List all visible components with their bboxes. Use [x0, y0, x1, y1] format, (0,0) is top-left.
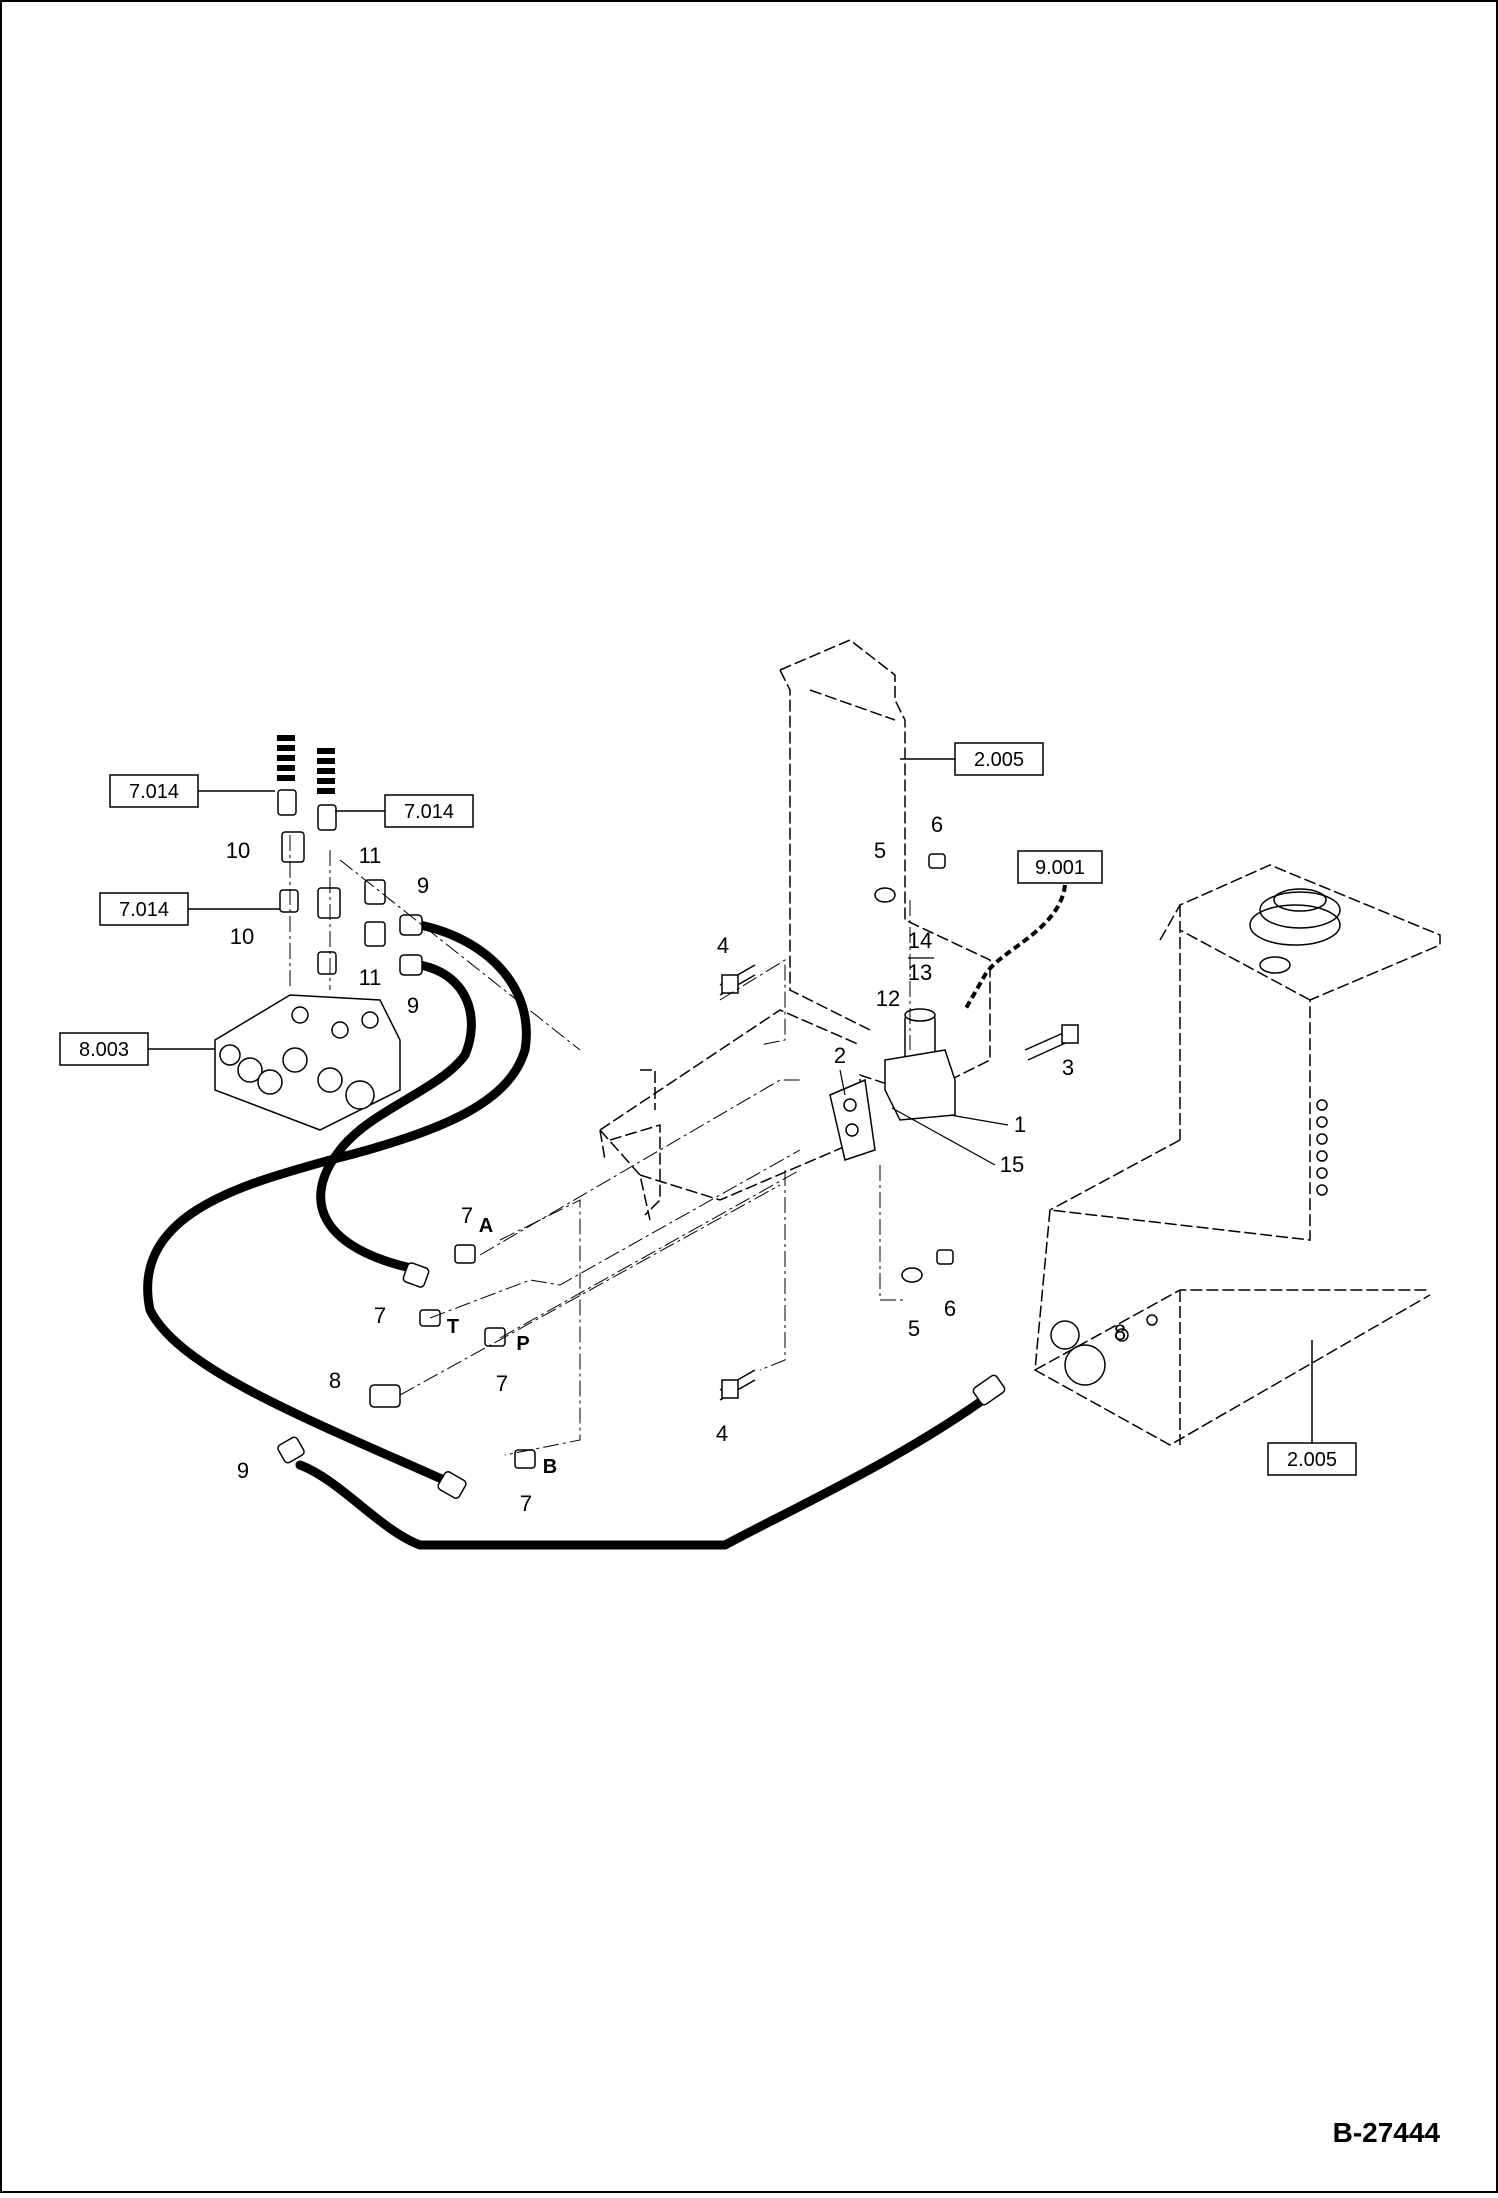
hydraulic-tank-outline	[1034, 864, 1441, 1446]
hose-top-stubs	[277, 735, 335, 794]
callout-14: 14	[908, 928, 932, 953]
callout-1: 1	[1014, 1112, 1026, 1137]
port-label-p: P	[516, 1333, 529, 1355]
callout-3: 3	[1062, 1055, 1074, 1080]
ref-box-9001: 9.001	[1017, 850, 1103, 884]
control-valve-block	[214, 994, 401, 1131]
tank-fittings-column	[1316, 1099, 1328, 1196]
callout-9a: 9	[417, 873, 429, 898]
callout-6b: 6	[944, 1296, 956, 1321]
port-label-t: T	[447, 1316, 459, 1338]
phantom-lines	[289, 835, 911, 1456]
callout-4b: 4	[716, 1421, 728, 1446]
callout-7-p: 7	[496, 1371, 508, 1396]
callout-4a: 4	[717, 933, 729, 958]
callout-10b: 10	[230, 924, 254, 949]
callout-5a: 5	[874, 838, 886, 863]
callout-12: 12	[876, 986, 900, 1011]
callout-8a: 8	[329, 1368, 341, 1393]
callout-6a: 6	[931, 812, 943, 837]
solenoid-valve	[829, 1008, 956, 1161]
bolts	[719, 964, 1079, 1401]
electrical-wire	[963, 884, 1067, 1011]
hydraulic-hoses	[143, 920, 995, 1550]
callout-9c: 9	[237, 1458, 249, 1483]
washers-nuts	[874, 853, 954, 1283]
port-label-b: B	[543, 1456, 557, 1478]
ref-box-2005-bottom: 2.005	[1267, 1340, 1357, 1476]
port-fittings	[369, 1244, 536, 1469]
callout-2: 2	[834, 1043, 846, 1068]
ref-box-2005-top: 2.005	[900, 742, 1044, 776]
callout-11a: 11	[359, 843, 382, 868]
ref-box-7014-a: 7.014	[109, 774, 275, 808]
tank-suction-port	[1050, 1314, 1158, 1386]
ref-label-7014-a: 7.014	[129, 781, 179, 803]
ref-label-8003: 8.003	[79, 1039, 129, 1061]
callout-7-t: 7	[374, 1303, 386, 1328]
hose-fittings	[277, 914, 1006, 1499]
port-label-a: A	[479, 1215, 493, 1237]
ref-label-9001: 9.001	[1035, 857, 1085, 879]
ref-box-7014-b: 7.014	[335, 794, 474, 828]
ref-label-7014-b: 7.014	[404, 801, 454, 823]
callout-11b: 11	[359, 965, 382, 990]
callout-7-a: 7	[461, 1203, 473, 1228]
ref-box-8003: 8.003	[59, 1032, 215, 1066]
callout-7-b: 7	[520, 1491, 532, 1516]
callout-numbers: 1 2 3 4 4 5 5 6 6 7 7 7 7 8 8 9 9 9 10 1…	[226, 812, 1126, 1516]
port-letters: A T P B	[447, 1215, 557, 1478]
ref-label-7014-c: 7.014	[119, 899, 169, 921]
callout-10a: 10	[226, 838, 250, 863]
adapters-tees	[277, 789, 386, 975]
callout-5b: 5	[908, 1316, 920, 1341]
ref-box-7014-c: 7.014	[99, 892, 280, 926]
callout-13: 13	[908, 960, 932, 985]
callout-8b: 8	[1114, 1320, 1126, 1345]
tank-filler-cap	[1249, 888, 1341, 974]
document-id: B-27444	[1333, 2117, 1441, 2148]
callout-15: 15	[1000, 1152, 1024, 1177]
ref-label-2005-bottom: 2.005	[1287, 1449, 1337, 1471]
callout-9b: 9	[407, 993, 419, 1018]
ref-label-2005-top: 2.005	[974, 749, 1024, 771]
